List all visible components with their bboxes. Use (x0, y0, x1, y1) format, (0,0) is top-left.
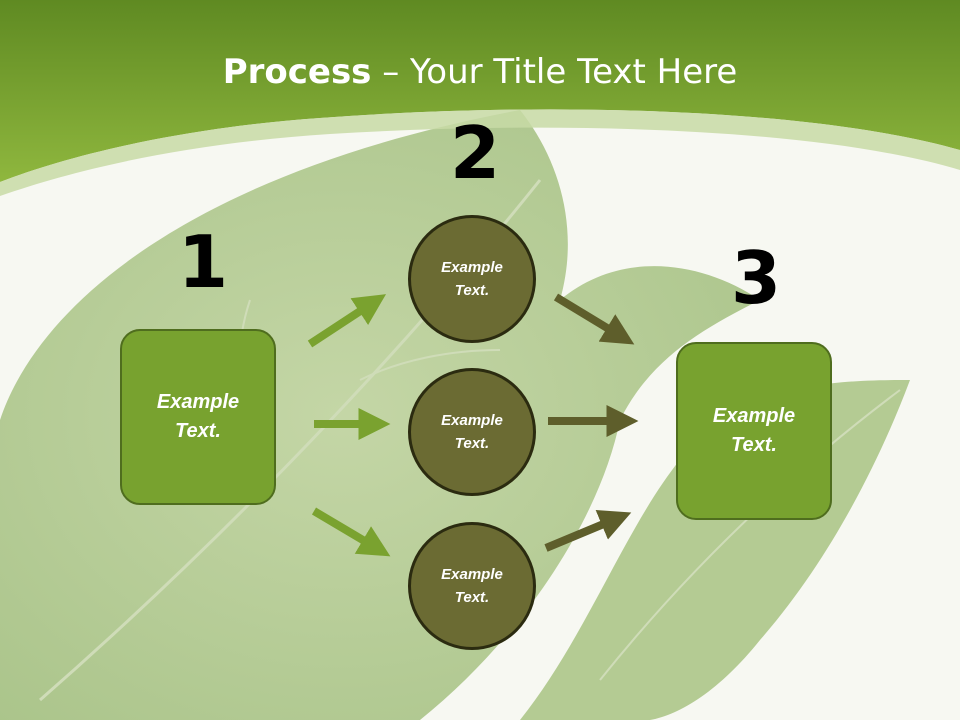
step-2-circle-bottom: Example Text. (408, 522, 536, 650)
header-band (0, 0, 960, 182)
step-number-2: 2 (450, 111, 501, 195)
step-1-text: Example Text. (156, 391, 240, 442)
header-swoosh (0, 109, 960, 196)
title-rest: – Your Title Text Here (371, 52, 738, 92)
title-bold: Process (222, 52, 372, 92)
circle-middle-text: Example Text. (441, 412, 503, 452)
step-1-box: Example Text. (120, 329, 276, 505)
step-3-box: Example Text. (676, 342, 832, 520)
step-number-1: 1 (178, 220, 229, 304)
step-2-circle-middle: Example Text. (408, 368, 536, 496)
step-number-3: 3 (731, 236, 782, 320)
step-2-circle-top: Example Text. (408, 215, 536, 343)
step-3-text: Example Text. (712, 405, 796, 456)
circle-bottom-text: Example Text. (441, 566, 503, 606)
circle-top-text: Example Text. (441, 259, 503, 299)
slide-title: Process – Your Title Text Here (0, 52, 960, 92)
